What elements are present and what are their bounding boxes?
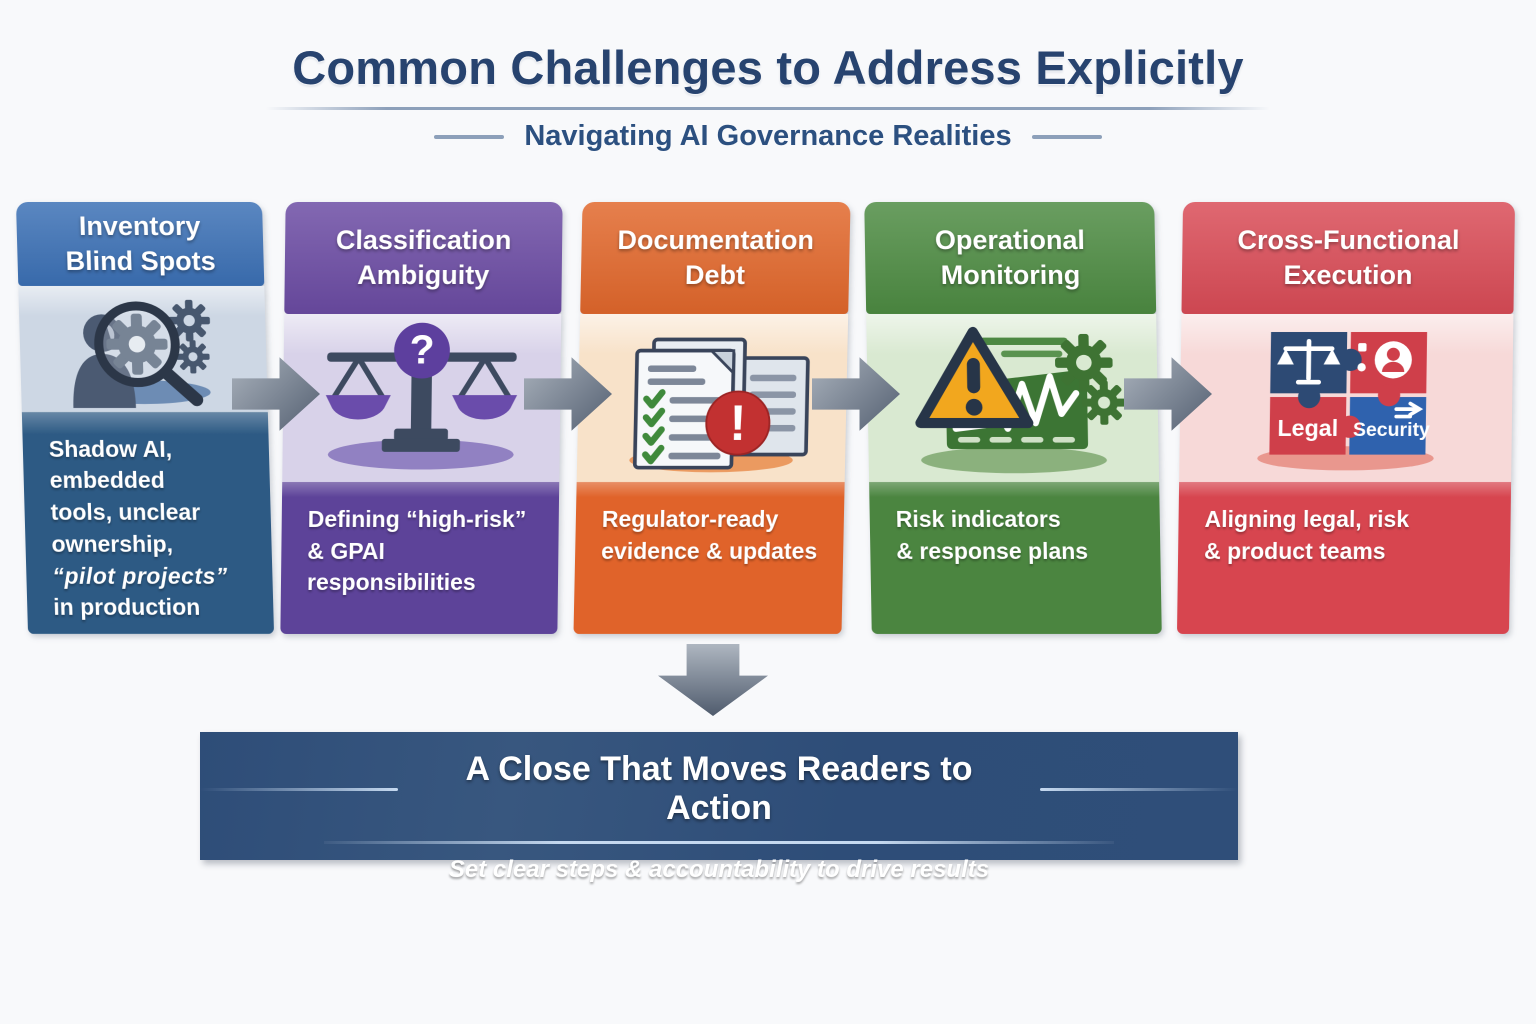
challenge-card-operational-monitoring: Operational Monitoring (864, 202, 1162, 634)
banner-title: A Close That Moves Readers to Action (465, 750, 973, 827)
card-description: Shadow AI, embedded tools, unclear owner… (21, 411, 275, 634)
title-divider (266, 107, 1270, 110)
banner-accent-line-left (200, 787, 398, 791)
warning-chart-gears-icon (915, 326, 1127, 474)
card-description: Regulator-ready evidence & updates (573, 482, 845, 634)
page-subtitle: Navigating AI Governance Realities (0, 120, 1536, 153)
magnifier-icon (94, 301, 204, 406)
puzzle-teams-icon: Legal Security (1257, 332, 1434, 471)
subtitle-dash-left (434, 134, 505, 139)
card-title: Documentation Debt (580, 202, 851, 314)
challenge-card-cross-functional-execution: Cross-Functional Execution (1176, 202, 1516, 634)
card-title: Operational Monitoring (864, 202, 1157, 314)
infographic-page: Common Challenges to Address Explicitly … (0, 0, 1536, 883)
page-subtitle-text: Navigating AI Governance Realities (524, 120, 1012, 152)
banner-accent-line-right (1040, 787, 1238, 791)
challenge-columns: Inventory Blind Spots (0, 202, 1536, 634)
person-badge-icon (1374, 341, 1412, 379)
documents-alert-icon: ! (629, 337, 810, 473)
checkmark-icon (642, 389, 666, 465)
card-description: Defining “high-risk” & GPAI responsibili… (280, 482, 560, 634)
card-title: Inventory Blind Spots (15, 202, 265, 286)
card-title: Cross-Functional Execution (1181, 202, 1516, 314)
scales-question-icon: ? (326, 322, 518, 470)
card-description: Risk indicators & response plans (869, 482, 1162, 634)
banner-divider (324, 841, 1114, 844)
svg-text:?: ? (410, 327, 436, 373)
puzzle-label-security: Security (1353, 419, 1430, 441)
scales-icon (1283, 339, 1335, 385)
warning-triangle-icon (915, 326, 1034, 429)
card-title: Classification Ambiguity (284, 202, 563, 314)
gear-icon (176, 339, 211, 374)
closing-banner: A Close That Moves Readers to Action Set… (200, 732, 1238, 883)
person-magnifier-gears-icon (73, 299, 212, 408)
banner-subtitle: Set clear steps & accountability to driv… (448, 856, 990, 883)
alert-badge-icon: ! (705, 390, 771, 456)
svg-text:!: ! (729, 395, 747, 451)
challenge-card-classification-ambiguity: Classification Ambiguity (280, 202, 563, 634)
gear-icon (1081, 380, 1127, 425)
question-badge-icon: ? (394, 322, 451, 379)
down-arrow-icon (658, 644, 768, 716)
card-description: Aligning legal, risk & product teams (1176, 482, 1512, 634)
page-header: Common Challenges to Address Explicitly … (0, 0, 1536, 153)
send-arrow-icon (1394, 401, 1424, 419)
challenge-card-inventory-blind-spots: Inventory Blind Spots (15, 202, 275, 634)
page-title: Common Challenges to Address Explicitly (292, 41, 1244, 94)
challenge-card-documentation-debt: Documentation Debt (573, 202, 851, 634)
puzzle-label-legal: Legal (1277, 415, 1338, 441)
subtitle-dash-right (1031, 134, 1102, 139)
